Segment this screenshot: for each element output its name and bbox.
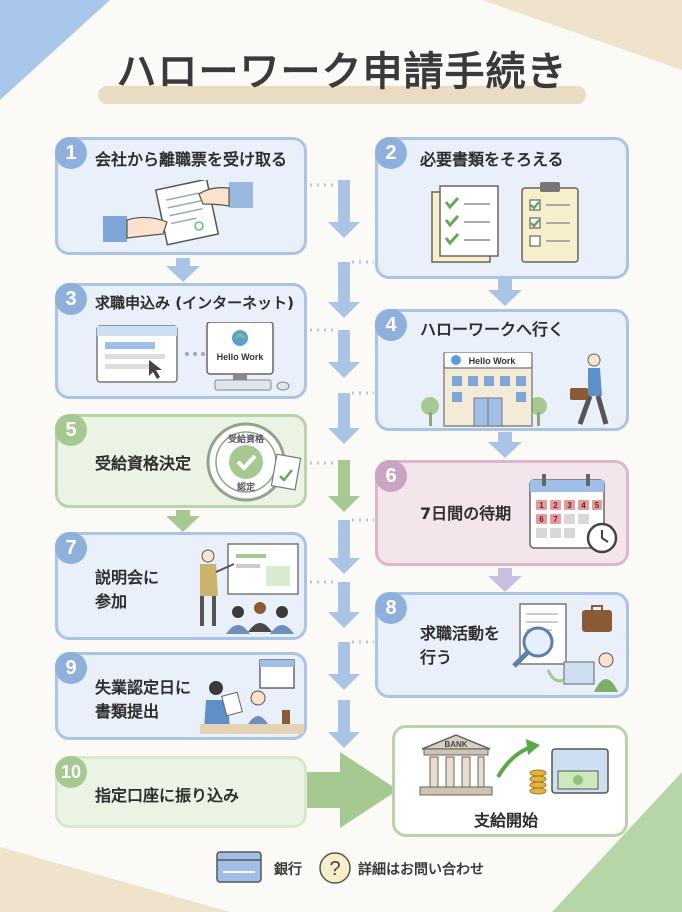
hello-work-building-icon: Hello Work — [421, 352, 609, 427]
step-7-label-line1: 説明会に — [95, 568, 160, 587]
hello-work-screen-text: Hello Work — [217, 352, 265, 362]
step-10-card — [55, 756, 307, 828]
step-4-label: ハローワークへ行く — [420, 320, 565, 339]
step-9-label-line1: 失業認定日に — [95, 678, 192, 697]
calendar-day-7: 7 — [553, 515, 558, 524]
title-underline — [98, 86, 586, 104]
center-down-arrow-green — [328, 460, 360, 512]
step-7-badge: 7 — [55, 532, 87, 564]
arrow-4-to-6 — [488, 432, 522, 458]
step-2-badge: 2 — [375, 137, 407, 169]
arrow-1-to-3 — [166, 258, 200, 282]
step-9-badge: 9 — [55, 652, 87, 684]
step-7-label-line2: 参加 — [95, 592, 128, 611]
job-search-icon — [512, 603, 618, 692]
question-icon[interactable]: ? — [318, 851, 352, 885]
step-4-badge: 4 — [375, 309, 407, 341]
final-label: 支給開始 — [474, 811, 539, 830]
corner-decoration-bottom-left — [0, 847, 230, 912]
step-9-label-line2: 書類提出 — [95, 702, 160, 721]
arrow-6-to-8 — [488, 568, 522, 592]
step-3-label: 求職申込み (インターネット) — [95, 294, 294, 312]
step-10-label: 指定口座に振り込み — [95, 786, 240, 805]
legend-inquiry-label: 詳細はお問い合わせ — [358, 862, 484, 878]
corner-decoration-bottom-right — [552, 772, 682, 912]
page-title: ハローワーク申請手続き — [116, 49, 568, 95]
step-6-badge: 6 — [375, 460, 407, 492]
arrow-10-to-final — [300, 752, 398, 828]
step-8-badge: 8 — [375, 592, 407, 624]
document-handover-icon — [103, 180, 253, 246]
certified-stamp-icon: 受給資格 認定 — [206, 422, 302, 502]
step-3-badge: 3 — [55, 283, 87, 315]
bankbook-icon — [216, 851, 262, 883]
step-6-label: 7日間の待期 — [420, 504, 512, 523]
stamp-bottom-text: 認定 — [237, 481, 256, 493]
arrow-5-to-7 — [166, 510, 200, 532]
step-5-badge: 5 — [55, 414, 87, 446]
stamp-top-text: 受給資格 — [228, 433, 265, 445]
arrow-2-to-4 — [488, 278, 522, 306]
question-symbol: ? — [329, 858, 340, 880]
step-8-label-line2: 行う — [420, 648, 453, 667]
step-2-card — [375, 137, 629, 279]
calendar-day-2: 2 — [553, 501, 558, 510]
step-8-label-line1: 求職活動を — [420, 624, 501, 643]
calendar-day-5: 5 — [595, 501, 600, 510]
corner-decoration-top-left — [0, 0, 110, 100]
seminar-icon — [200, 543, 299, 634]
step-2-label: 必要書類をそろえる — [420, 150, 564, 169]
step-1-badge: 1 — [55, 137, 87, 169]
center-down-arrows — [328, 180, 360, 748]
title-area: ハローワーク申請手続き — [92, 44, 592, 114]
calendar-day-4: 4 — [581, 501, 586, 510]
step-5-label: 受給資格決定 — [95, 454, 192, 473]
step-10-badge: 10 — [55, 756, 87, 788]
corner-decoration-top-right — [482, 0, 682, 70]
calendar-day-6: 6 — [539, 515, 544, 524]
checklist-documents-icon — [431, 182, 579, 263]
step-1-label: 会社から離職票を受け取る — [95, 150, 288, 169]
online-application-icon: Hello Work — [96, 322, 290, 391]
hello-work-sign-text: Hello Work — [469, 356, 517, 366]
calendar-day-1: 1 — [539, 501, 544, 510]
submission-counter-icon — [200, 659, 304, 734]
bank-money-icon: BANK — [419, 734, 609, 796]
calendar-day-3: 3 — [567, 501, 572, 510]
legend-bank-label: 銀行 — [274, 862, 302, 878]
bank-sign-text: BANK — [444, 740, 467, 749]
